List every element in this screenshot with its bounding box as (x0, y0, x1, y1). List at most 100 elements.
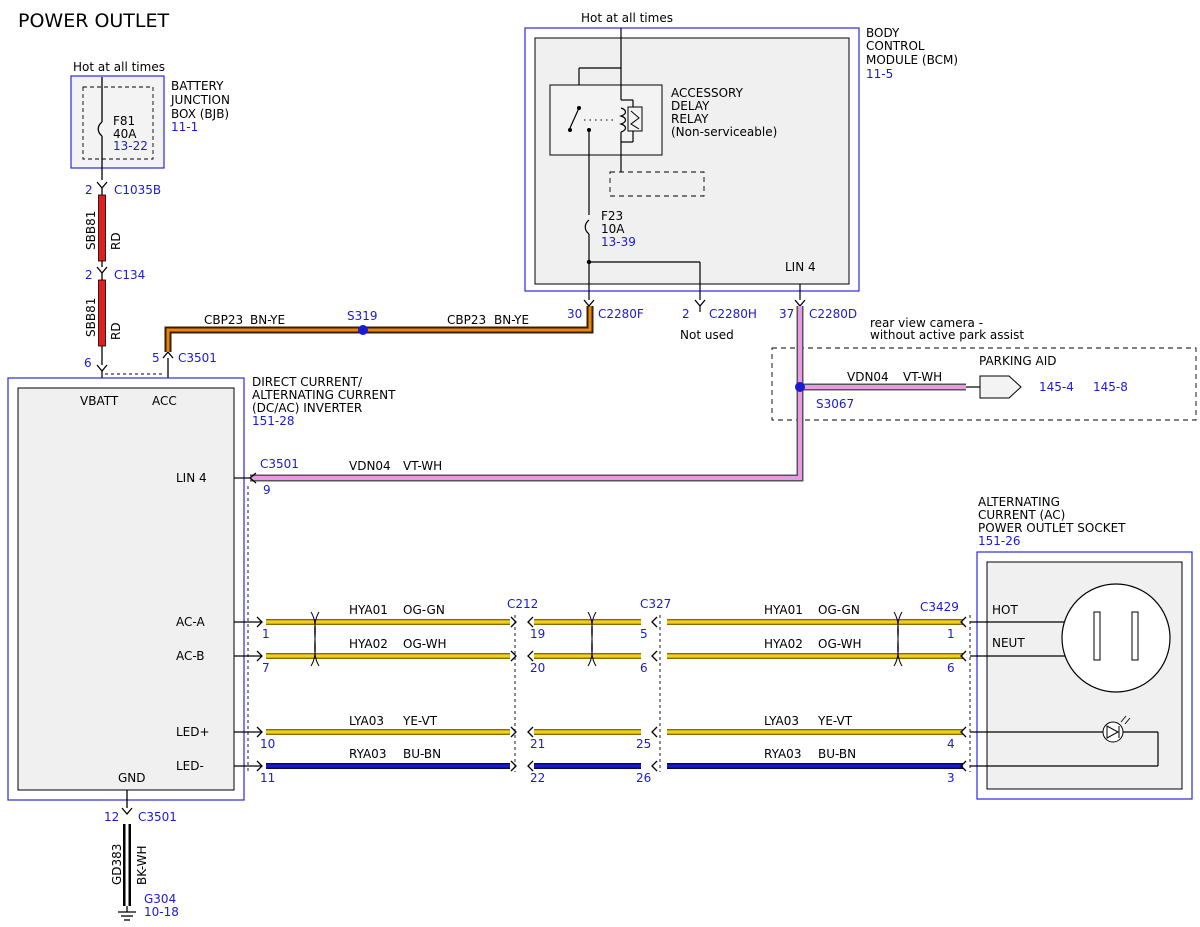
socket-name-3: POWER OUTLET SOCKET (978, 521, 1126, 535)
connector-icon (256, 760, 263, 772)
fuse-f81-icon (97, 121, 103, 137)
connector-icon (121, 807, 133, 816)
wire-bubn-label-2: BU-BN (818, 747, 856, 761)
wire-hya02-label-1: HYA02 (349, 637, 388, 651)
c212-label: C212 (507, 597, 538, 611)
wire-vtwh-label-2: VT-WH (403, 459, 442, 473)
inv-pin-10: 10 (260, 737, 275, 751)
c3501-acc-label: C3501 (178, 351, 217, 365)
c3429-label: C3429 (920, 600, 959, 614)
inverter-pin-acc: ACC (152, 394, 177, 408)
bjb-hot-label: Hot at all times (73, 60, 165, 74)
connector-icon (510, 726, 517, 738)
c3501-bat-pin: 6 (84, 356, 92, 370)
connector-icon (96, 181, 108, 190)
connector-icon (256, 616, 263, 628)
bcm-name-3: MODULE (BCM) (866, 53, 958, 67)
harness-wires (234, 611, 967, 772)
parking-aid-dashed-box (771, 347, 1197, 421)
connector-icon (248, 472, 257, 484)
bcm-inner (534, 37, 850, 285)
socket-hot-label: HOT (992, 603, 1018, 617)
c327-pin-5: 5 (640, 627, 648, 641)
connector-icon (256, 726, 263, 738)
socket-ref: 151-26 (978, 534, 1021, 548)
connector-icon (527, 760, 534, 772)
socket-name-1: ALTERNATING (978, 495, 1060, 509)
c3429-pin-1: 1 (947, 627, 955, 641)
twisted-pair-icon (310, 611, 320, 667)
wire-yevt-label-1: YE-VT (402, 714, 438, 728)
connector-icon (162, 350, 174, 359)
relay-name-4: (Non-serviceable) (671, 125, 777, 139)
c1035b-label: C1035B (114, 183, 161, 197)
c2280f-label: C2280F (598, 307, 644, 321)
inv-pin-1: 1 (262, 627, 270, 641)
wire-rya03-label-2: RYA03 (764, 747, 801, 761)
wire-lya03-label-1: LYA03 (349, 714, 384, 728)
splice-s319 (358, 325, 368, 335)
twisted-pair-icon (893, 611, 903, 667)
c3501-lin-label: C3501 (260, 457, 299, 471)
wire-ogwh-label-2: OG-WH (818, 637, 861, 651)
connector-icon (510, 760, 517, 772)
outlet-icon (1061, 583, 1171, 693)
c327-pin-6: 6 (640, 661, 648, 675)
bjb-name-1: BATTERY (171, 79, 224, 93)
connector-icon (651, 760, 658, 772)
c3429-pin-6: 6 (947, 661, 955, 675)
wire-bkwh-label: BK-WH (135, 845, 149, 885)
c2280d-pin: 37 (779, 307, 794, 321)
inverter-name-1: DIRECT CURRENT/ (252, 375, 363, 389)
wire-cbp23-label-1: CBP23 (204, 313, 243, 327)
bcm-name-2: CONTROL (866, 39, 925, 53)
inverter-pin-ledn: LED- (176, 759, 204, 773)
c3501-acc-pin: 5 (152, 351, 160, 365)
ground-ref: 10-18 (144, 905, 179, 919)
wire-oggn-label-1: OG-GN (403, 603, 445, 617)
fuse-f81: F81 (113, 114, 135, 128)
fuse-f23-rating: 10A (601, 222, 625, 236)
connector-icon (960, 760, 967, 772)
fuse-f23-icon (584, 219, 590, 235)
c212-pin-21: 21 (530, 737, 545, 751)
c2280h-label: C2280H (709, 307, 757, 321)
bjb-box (70, 75, 165, 169)
connector-icon (256, 650, 263, 662)
wire-hya01-label-1: HYA01 (349, 603, 388, 617)
connector-icon (96, 266, 108, 275)
wire-cbp23-label-2: CBP23 (447, 313, 486, 327)
led-lamp-icon (1102, 721, 1124, 743)
connector-icon (651, 650, 658, 662)
connector-icon (510, 616, 517, 628)
socket-neut-label: NEUT (992, 636, 1025, 650)
c1035b-pin: 2 (85, 183, 93, 197)
bjb-name-3: BOX (BJB) (171, 107, 229, 121)
c134-label: C134 (114, 268, 145, 282)
parking-aid-label: PARKING AID (979, 354, 1057, 368)
inverter-pin-lin: LIN 4 (176, 471, 207, 485)
wire-rya03-label-1: RYA03 (349, 747, 386, 761)
c212-pin-22: 22 (530, 771, 545, 785)
c2280h-pin: 2 (682, 307, 690, 321)
inverter-pin-acb: AC-B (176, 649, 205, 663)
inverter-pin-ledp: LED+ (176, 725, 210, 739)
c212-pin-20: 20 (530, 661, 545, 675)
parking-aid-connector-icon (979, 375, 1022, 399)
wire-oggn-label-2: OG-GN (818, 603, 860, 617)
inverter-pin-vbatt: VBATT (80, 394, 119, 408)
bjb-name-2: JUNCTION (170, 93, 230, 107)
wire-vdn04-label-1: VDN04 (847, 370, 889, 384)
wire-bnye-label-1: BN-YE (250, 313, 285, 327)
parking-ref-1: 145-4 (1039, 380, 1074, 394)
socket-name-2: CURRENT (AC) (978, 508, 1065, 522)
bjb-inner (82, 86, 154, 160)
parking-ref-2: 145-8 (1093, 380, 1128, 394)
connector-icon (960, 726, 967, 738)
fuse-f81-ref: 13-22 (113, 139, 148, 153)
splice-s319-label: S319 (347, 309, 378, 323)
c2280f-pin: 30 (567, 307, 582, 321)
connector-icon (694, 299, 706, 308)
connector-icon (527, 650, 534, 662)
